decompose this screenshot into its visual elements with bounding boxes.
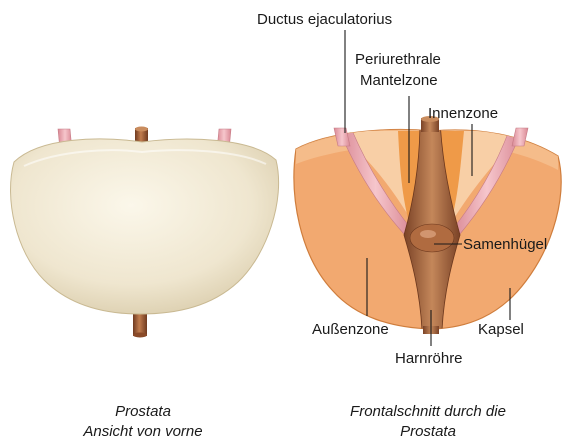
captions: Prostata Ansicht von vorne Frontalschnit… xyxy=(82,403,506,440)
label-aussenzone: Außenzone xyxy=(312,321,389,338)
caption-right-line2: Prostata xyxy=(400,423,456,440)
label-mantelzone: Mantelzone xyxy=(360,72,438,89)
prostate-section-view xyxy=(294,116,561,334)
caption-right-line1: Frontalschnitt durch die xyxy=(350,403,506,420)
seminal-colliculus xyxy=(410,224,454,252)
gland-body xyxy=(11,139,279,314)
label-periurethrale: Periurethrale xyxy=(355,51,441,68)
label-samenhuegel: Samenhügel xyxy=(463,236,547,253)
caption-left-line1: Prostata xyxy=(115,403,171,420)
prostate-front-view xyxy=(11,127,279,338)
caption-left-line2: Ansicht von vorne xyxy=(82,423,202,440)
label-ductus-ejaculatorius: Ductus ejaculatorius xyxy=(257,11,392,28)
label-harnroehre: Harnröhre xyxy=(395,350,463,367)
label-innenzone: Innenzone xyxy=(428,105,498,122)
label-kapsel: Kapsel xyxy=(478,321,524,338)
